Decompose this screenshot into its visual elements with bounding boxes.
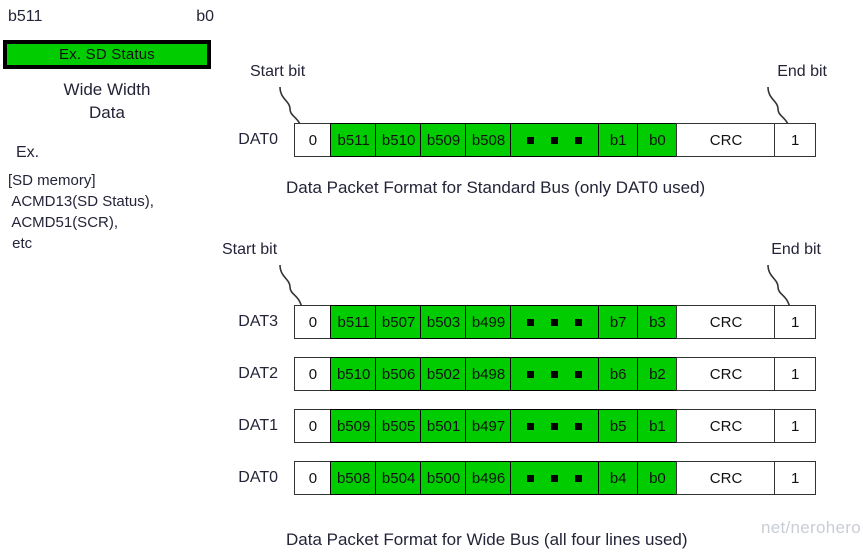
- packet-cell: b503: [420, 305, 467, 339]
- packet-cell: b7: [597, 305, 639, 339]
- packet-cell: b1: [637, 409, 678, 443]
- ellipsis-cell: [510, 461, 600, 495]
- packet-cell: b2: [637, 357, 678, 391]
- packet-cell: b506: [375, 357, 422, 391]
- packet-cell: 1: [774, 461, 816, 495]
- packet-cell: b501: [420, 409, 467, 443]
- packet-cell: 1: [774, 357, 816, 391]
- watermark-text: net/nerohero: [760, 518, 861, 537]
- packet-cell: b498: [465, 357, 512, 391]
- wide-start-bit-callout: Start bit: [222, 241, 278, 258]
- wide-end-bit-leader-icon: [767, 264, 791, 310]
- wide-bus-caption: Data Packet Format for Wide Bus (all fou…: [286, 530, 688, 549]
- dat-line-label: DAT0: [238, 131, 278, 148]
- standard-bus-caption: Data Packet Format for Standard Bus (onl…: [286, 178, 706, 197]
- dat-line-label: DAT3: [238, 313, 278, 330]
- packet-cell: CRC: [676, 305, 776, 339]
- dat-line-label: DAT0: [238, 469, 278, 486]
- wide-end-bit-callout: End bit: [771, 241, 821, 258]
- packet-cell: b499: [465, 305, 512, 339]
- dat-line-label: DAT2: [238, 365, 278, 382]
- packet-cell: b511: [330, 305, 377, 339]
- wide-width-caption: Wide Width Data: [0, 78, 214, 124]
- example-label: Ex.: [16, 144, 40, 161]
- wide-width-line-2: Data: [89, 103, 125, 122]
- packet-cell: CRC: [676, 123, 776, 157]
- packet-cell: b496: [465, 461, 512, 495]
- packet-cell: b502: [420, 357, 467, 391]
- packet-cell: b0: [637, 123, 678, 157]
- ellipsis-dots-icon: [527, 136, 583, 144]
- packet-cell: 1: [774, 123, 816, 157]
- packet-cell: b3: [637, 305, 678, 339]
- wide-width-data-panel: b511 b0 Ex. SD Status Wide Width Data Ex…: [0, 0, 222, 560]
- bit-lsb-label: b0: [196, 8, 214, 25]
- ellipsis-dots-icon: [527, 422, 583, 430]
- standard-end-bit-leader-icon: [767, 86, 791, 132]
- packet-cell: 0: [294, 305, 332, 339]
- packet-cell: 0: [294, 123, 332, 157]
- packet-cell: 1: [774, 409, 816, 443]
- standard-start-bit-leader-icon: [279, 86, 303, 132]
- standard-end-bit-callout: End bit: [777, 63, 827, 80]
- packet-cell: b5: [597, 409, 639, 443]
- packet-cell: CRC: [676, 357, 776, 391]
- packet-cell: b511: [330, 123, 377, 157]
- packet-cell: b507: [375, 305, 422, 339]
- packet-cell: b504: [375, 461, 422, 495]
- packet-cell: b500: [420, 461, 467, 495]
- ellipsis-cell: [510, 123, 600, 157]
- packet-cell: b4: [597, 461, 639, 495]
- packet-cell: b508: [330, 461, 377, 495]
- packet-cell: b1: [597, 123, 639, 157]
- ellipsis-dots-icon: [527, 318, 583, 326]
- packet-cell: b505: [375, 409, 422, 443]
- packet-cell: b497: [465, 409, 512, 443]
- sd-status-box-label: Ex. SD Status: [59, 46, 155, 63]
- wide-start-bit-leader-icon: [279, 264, 303, 310]
- ellipsis-cell: [510, 305, 600, 339]
- packet-cell: 0: [294, 461, 332, 495]
- ellipsis-dots-icon: [527, 370, 583, 378]
- example-command-list: [SD memory] ACMD13(SD Status), ACMD51(SC…: [8, 172, 154, 252]
- dat-line-label: DAT1: [238, 417, 278, 434]
- bit-msb-label: b511: [8, 8, 43, 25]
- packet-cell: 1: [774, 305, 816, 339]
- packet-cell: 0: [294, 357, 332, 391]
- packet-cell: b509: [420, 123, 467, 157]
- packet-cell: CRC: [676, 461, 776, 495]
- wide-width-line-1: Wide Width: [63, 80, 151, 99]
- packet-cell: b510: [330, 357, 377, 391]
- ellipsis-cell: [510, 357, 600, 391]
- packet-cell: b509: [330, 409, 377, 443]
- packet-cell: 0: [294, 409, 332, 443]
- packet-cell: CRC: [676, 409, 776, 443]
- standard-start-bit-callout: Start bit: [250, 63, 306, 80]
- sd-status-box: Ex. SD Status: [3, 40, 211, 69]
- ellipsis-dots-icon: [527, 474, 583, 482]
- bit-range-labels: b511 b0: [6, 8, 216, 30]
- packet-cell: b6: [597, 357, 639, 391]
- packet-cell: b0: [637, 461, 678, 495]
- ellipsis-cell: [510, 409, 600, 443]
- packet-cell: b510: [375, 123, 422, 157]
- packet-cell: b508: [465, 123, 512, 157]
